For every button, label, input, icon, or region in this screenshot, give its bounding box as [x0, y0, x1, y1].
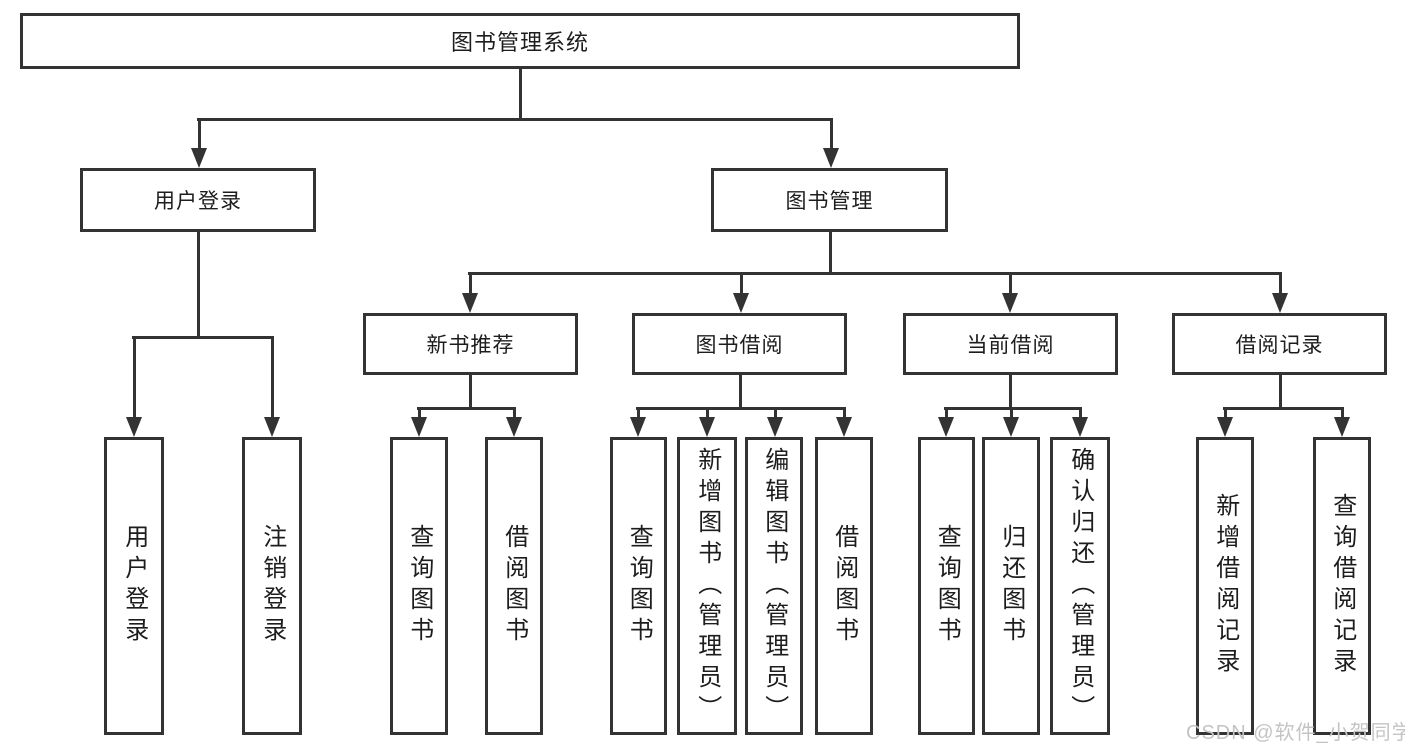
leaf-borrow-book-recommend-label: 借阅图书: [500, 524, 528, 648]
node-current-borrow-label: 当前借阅: [966, 334, 1055, 357]
leaf-query-books-recommend-label: 查询图书: [405, 524, 433, 648]
arrow-down-icon: [767, 417, 783, 437]
node-book-borrow-label: 图书借阅: [695, 334, 784, 357]
connector-bar: [197, 118, 833, 121]
connector-line: [417, 410, 421, 421]
node-root: 图书管理系统: [20, 13, 1020, 69]
connector-bar: [636, 407, 846, 410]
connector-stem: [738, 375, 742, 410]
connector-line: [705, 410, 709, 421]
node-user-login: 用户登录: [80, 168, 316, 232]
node-new-book-recommend: 新书推荐: [363, 313, 578, 375]
connector-line: [1223, 410, 1227, 421]
leaf-query-books-recommend: 查询图书: [390, 437, 448, 735]
connector-bar: [944, 407, 1082, 410]
leaf-return-book-label: 归还图书: [997, 524, 1025, 648]
node-borrow-records-label: 借阅记录: [1235, 334, 1324, 357]
node-borrow-records: 借阅记录: [1172, 313, 1387, 375]
arrow-down-icon: [630, 417, 646, 437]
connector-line: [1009, 410, 1013, 421]
node-book-borrow: 图书借阅: [632, 313, 847, 375]
connector-line: [512, 410, 516, 421]
connector-stem: [828, 232, 832, 275]
arrow-down-icon: [1072, 417, 1088, 437]
leaf-user-login-label: 用户登录: [120, 524, 148, 648]
connector-line: [1278, 275, 1282, 297]
connector-stem: [1278, 375, 1282, 410]
connector-line: [842, 410, 846, 421]
leaf-edit-book-admin: 编辑图书（管理员）: [745, 437, 803, 735]
leaf-logout-label: 注销登录: [258, 524, 286, 648]
arrow-down-icon: [506, 417, 522, 437]
leaf-query-books-current: 查询图书: [918, 437, 975, 735]
leaf-return-book: 归还图书: [982, 437, 1040, 735]
connector-bar: [132, 336, 274, 339]
connector-line: [1008, 275, 1012, 297]
connector-line: [944, 410, 948, 421]
leaf-edit-book-admin-label: 编辑图书（管理员）: [760, 446, 788, 726]
leaf-query-borrow-record-label: 查询借阅记录: [1328, 493, 1356, 679]
leaf-borrow-book-recommend: 借阅图书: [485, 437, 543, 735]
connector-line: [773, 410, 777, 421]
connector-stem: [196, 232, 200, 339]
arrow-down-icon: [1217, 417, 1233, 437]
connector-line: [132, 339, 136, 421]
arrow-down-icon: [1003, 417, 1019, 437]
leaf-add-borrow-record-label: 新增借阅记录: [1211, 493, 1239, 679]
connector-line: [468, 275, 472, 297]
node-book-management-label: 图书管理: [785, 190, 874, 213]
connector-bar: [1223, 407, 1344, 410]
node-current-borrow: 当前借阅: [903, 313, 1118, 375]
connector-line: [636, 410, 640, 421]
connector-line: [739, 275, 743, 297]
arrow-down-icon: [938, 417, 954, 437]
connector-bar: [468, 272, 1282, 275]
connector-stem: [1008, 375, 1012, 410]
connector-stem: [468, 375, 472, 410]
arrow-down-icon: [1272, 293, 1288, 313]
leaf-borrow-book: 借阅图书: [815, 437, 873, 735]
arrow-down-icon: [411, 417, 427, 437]
leaf-confirm-return-admin: 确认归还（管理员）: [1050, 437, 1110, 735]
leaf-query-books-borrow-label: 查询图书: [625, 524, 653, 648]
connector-line: [829, 121, 833, 152]
leaf-add-borrow-record: 新增借阅记录: [1196, 437, 1254, 735]
connector-line: [197, 121, 201, 152]
connector-bar: [417, 407, 516, 410]
arrow-down-icon: [191, 148, 207, 168]
leaf-query-borrow-record: 查询借阅记录: [1313, 437, 1371, 735]
node-book-management: 图书管理: [711, 168, 948, 232]
arrow-down-icon: [699, 417, 715, 437]
leaf-user-login: 用户登录: [104, 437, 164, 735]
leaf-confirm-return-admin-label: 确认归还（管理员）: [1066, 446, 1094, 726]
connector-stem: [518, 69, 522, 121]
connector-line: [1078, 410, 1082, 421]
arrow-down-icon: [836, 417, 852, 437]
arrow-down-icon: [462, 293, 478, 313]
leaf-borrow-book-label: 借阅图书: [830, 524, 858, 648]
leaf-query-books-borrow: 查询图书: [610, 437, 667, 735]
node-root-label: 图书管理系统: [450, 30, 589, 55]
leaf-logout: 注销登录: [242, 437, 302, 735]
node-new-book-recommend-label: 新书推荐: [426, 334, 515, 357]
arrow-down-icon: [1334, 417, 1350, 437]
connector-line: [270, 339, 274, 421]
arrow-down-icon: [126, 417, 142, 437]
watermark: CSDN @软件_小贺同学: [1186, 722, 1405, 744]
leaf-add-book-admin-label: 新增图书（管理员）: [693, 446, 721, 726]
leaf-query-books-current-label: 查询图书: [933, 524, 961, 648]
node-user-login-label: 用户登录: [154, 190, 242, 213]
connector-line: [1340, 410, 1344, 421]
leaf-add-book-admin: 新增图书（管理员）: [677, 437, 737, 735]
arrow-down-icon: [264, 417, 280, 437]
arrow-down-icon: [823, 148, 839, 168]
arrow-down-icon: [733, 293, 749, 313]
arrow-down-icon: [1002, 293, 1018, 313]
